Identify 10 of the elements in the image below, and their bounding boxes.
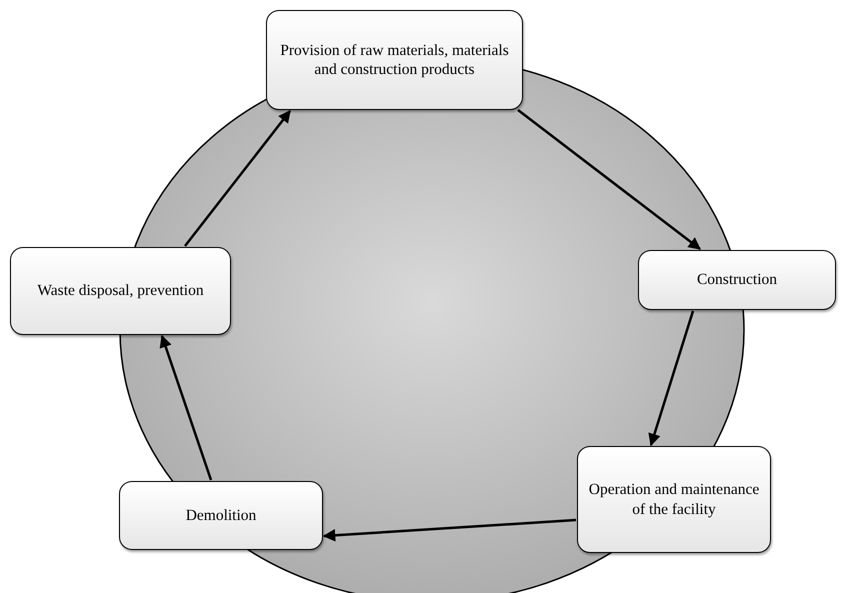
arrow (184, 110, 291, 247)
process-box: Demolition (119, 481, 323, 550)
process-box: Provision of raw materials, materials and construction products (266, 10, 523, 110)
arrow (322, 518, 576, 542)
process-box: Construction (638, 250, 836, 310)
arrow (517, 109, 701, 250)
arrow (160, 334, 212, 480)
process-box: Waste disposal, prevention (10, 247, 231, 335)
arrow (648, 310, 694, 446)
process-box: Operation and maintenance of the facility (577, 446, 771, 553)
